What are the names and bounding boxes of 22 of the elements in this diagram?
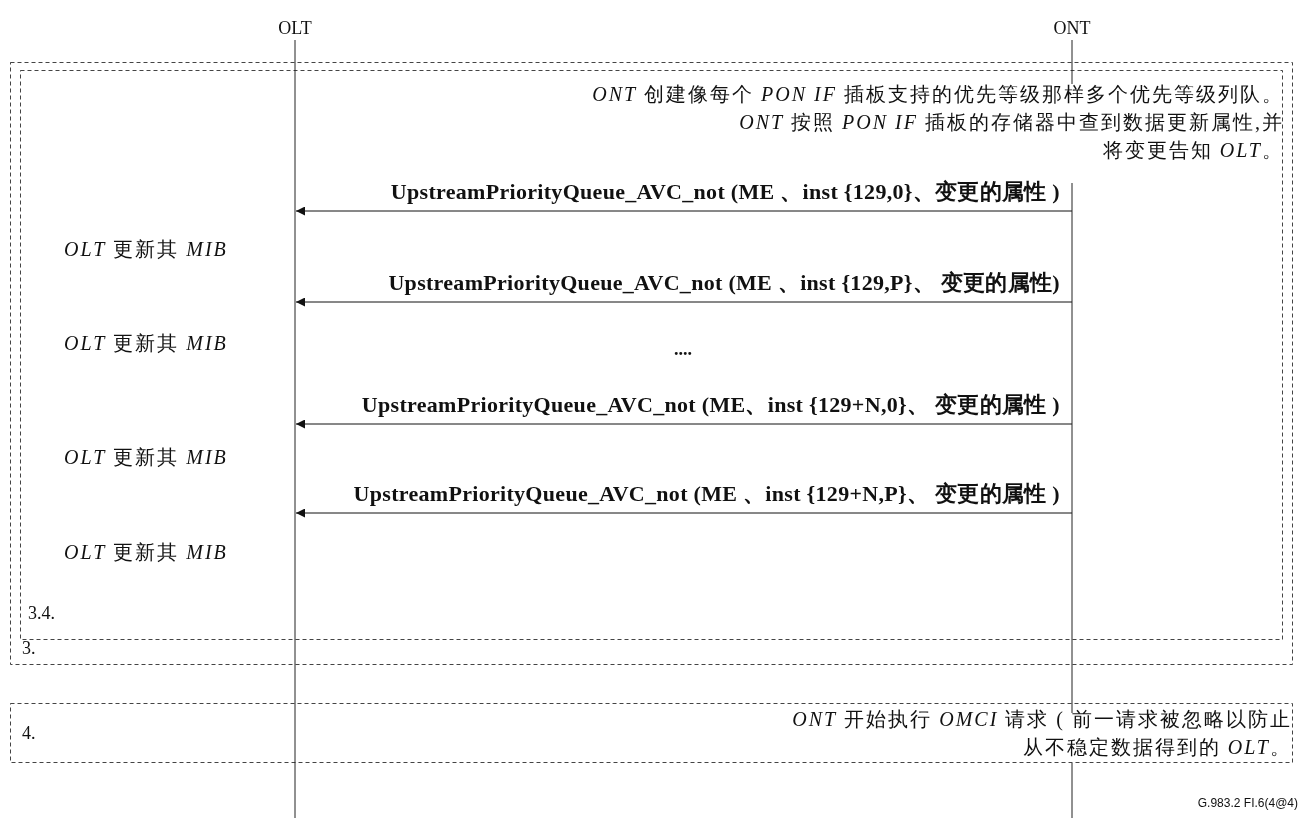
note-text: ONT 开始执行 OMCI 请求 ( 前一请求被忽略以防止从不稳定数据得到的 OLT。 xyxy=(791,707,1292,760)
message-label: UpstreamPriorityQueue_AVC_not (ME 、inst {129,P}、 变更的属性) xyxy=(388,272,1060,294)
message-arrow xyxy=(295,206,1073,216)
message-arrow xyxy=(295,419,1073,429)
lifeline-label: OLT xyxy=(277,17,313,39)
action-note: OLT 更新其 MIB xyxy=(64,541,228,563)
lifeline-label: ONT xyxy=(1052,17,1092,39)
step-number: 3.4. xyxy=(28,602,55,624)
message-label: UpstreamPriorityQueue_AVC_not (ME、inst {129+N,0}、 变更的属性 ) xyxy=(361,394,1060,416)
note-text: ONT 按照 PON IF 插板的存储器中查到数据更新属性,并将变更告知 OLT。 xyxy=(739,110,1284,163)
action-note: OLT 更新其 MIB xyxy=(64,332,228,354)
ellipsis: .... xyxy=(673,338,693,360)
message-label: UpstreamPriorityQueue_AVC_not (ME 、inst {129,0}、变更的属性 ) xyxy=(390,181,1060,203)
action-note: OLT 更新其 MIB xyxy=(64,446,228,468)
note-text: ONT 创建像每个 PON IF 插板支持的优先等级那样多个优先等级列队。 xyxy=(591,82,1284,107)
message-arrow xyxy=(295,297,1073,307)
action-note: OLT 更新其 MIB xyxy=(64,238,228,260)
figure-id: G.983.2 FI.6(4@4) xyxy=(1197,795,1298,811)
step-number: 3. xyxy=(22,637,36,659)
message-arrow xyxy=(295,508,1073,518)
step-number: 4. xyxy=(22,722,36,744)
message-label: UpstreamPriorityQueue_AVC_not (ME 、inst {129+N,P}、 变更的属性 ) xyxy=(353,483,1060,505)
